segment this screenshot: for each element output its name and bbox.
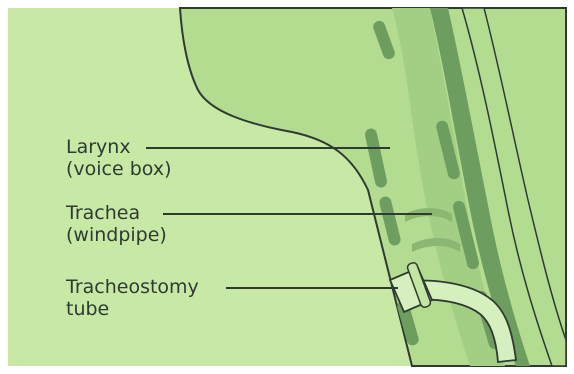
- larynx-label-line2: (voice box): [66, 158, 172, 180]
- tube-label-line1: Tracheostomy: [66, 276, 199, 298]
- tracheostomy-tube-label: Tracheostomy tube: [66, 276, 199, 320]
- trachea-label-line2: (windpipe): [66, 224, 167, 246]
- trachea-label: Trachea (windpipe): [66, 202, 167, 246]
- larynx-label-line1: Larynx: [66, 136, 172, 158]
- larynx-label: Larynx (voice box): [66, 136, 172, 180]
- tube-label-line2: tube: [66, 298, 199, 320]
- trachea-label-line1: Trachea: [66, 202, 167, 224]
